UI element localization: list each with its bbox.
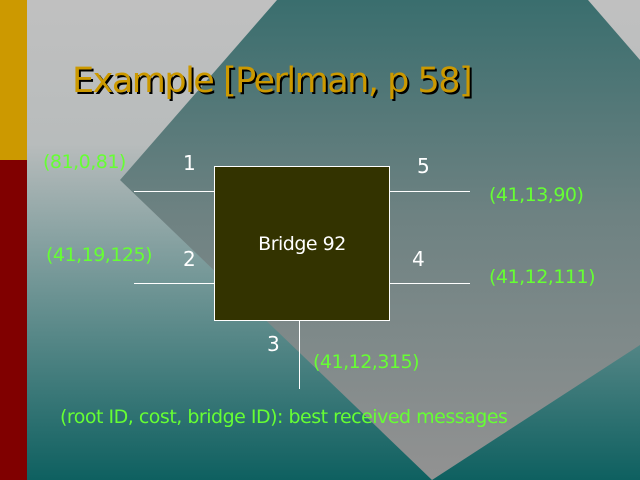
accent-bar-bottom: [0, 160, 27, 480]
slide-title: Example [Perlman, p 58]: [72, 61, 473, 101]
port-4-link: [389, 283, 470, 284]
port-2-message: (41,19,125): [46, 244, 153, 266]
port-number-1: 1: [183, 151, 196, 175]
port-1-message: (81,0,81): [43, 151, 126, 173]
accent-bar-top: [0, 0, 27, 160]
bridge-box: Bridge 92: [214, 166, 390, 321]
port-1-link: [134, 191, 214, 192]
port-2-link: [134, 283, 214, 284]
port-number-4: 4: [412, 247, 425, 271]
caption: (root ID, cost, bridge ID): best receive…: [60, 406, 508, 428]
port-3-link: [299, 320, 300, 389]
port-number-3: 3: [267, 332, 280, 356]
port-number-5: 5: [417, 154, 430, 178]
port-3-message: (41,12,315): [313, 351, 420, 373]
port-5-message: (41,13,90): [489, 184, 584, 206]
port-4-message: (41,12,111): [489, 266, 596, 288]
port-number-2: 2: [183, 247, 196, 271]
bridge-label: Bridge 92: [258, 233, 346, 255]
port-5-link: [389, 191, 470, 192]
